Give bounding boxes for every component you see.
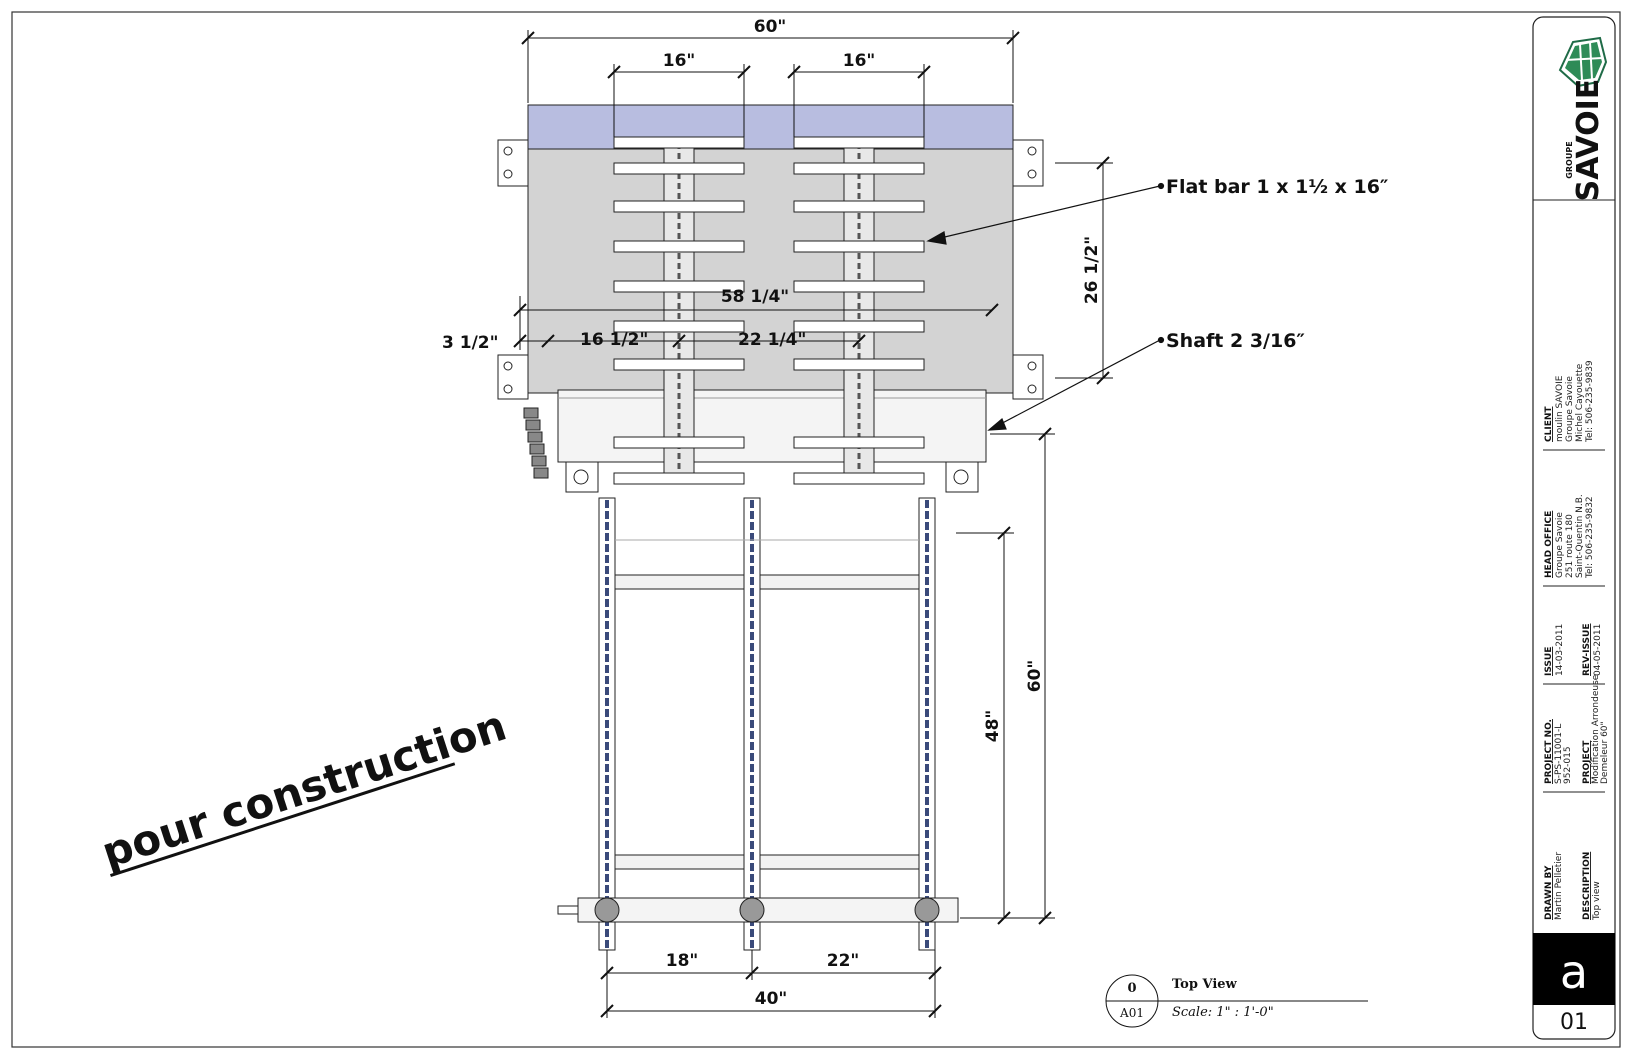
dim-vertical-60: 60" xyxy=(1025,660,1045,693)
cross-member-1b xyxy=(759,574,920,590)
upper-table xyxy=(497,104,1044,493)
project-line-2: Demeleur 60" xyxy=(1600,721,1610,784)
top-band xyxy=(527,104,1014,150)
client-line-1: moulin SAVOIE xyxy=(1555,375,1565,442)
dim-left-flight: 16" xyxy=(663,51,696,71)
drawn-by-label: DRAWN BY xyxy=(1544,865,1554,920)
client-label: CLIENT xyxy=(1544,406,1554,442)
sprocket-left xyxy=(594,897,620,923)
tail-shaft-stub xyxy=(557,905,579,915)
issue-value: 14-03-2011 xyxy=(1555,624,1565,676)
view-scale: Scale: 1" : 1'-0" xyxy=(1172,1005,1274,1020)
project-label: PROJECT xyxy=(1582,740,1592,784)
bearing-left xyxy=(565,461,599,493)
project-line-1: Modification Arrondeuse xyxy=(1591,674,1601,784)
dim-vertical-48: 48" xyxy=(983,710,1003,743)
office-label: HEAD OFFICE xyxy=(1544,511,1554,578)
stamp-text: pour construction xyxy=(96,701,512,878)
drive-shaft xyxy=(557,389,987,463)
title-block: GROUPE SAVOIE CLIENT moulin SAVOIE Group… xyxy=(1532,16,1616,1040)
office-line-3: Saint-Quentin N.B. xyxy=(1575,494,1585,578)
project-no-label: PROJECT NO. xyxy=(1544,719,1554,784)
flat-bars xyxy=(613,136,925,485)
issue-section: ISSUE 14-03-2011 REV-ISSUE 04-05-2011 xyxy=(1544,624,1603,677)
description-value: Top view xyxy=(1592,881,1602,921)
logo-groupe-text: GROUPE xyxy=(1565,141,1574,178)
office-line-4: Tel: 506-235-9832 xyxy=(1585,496,1595,579)
project-section: PROJECT NO. S-PS-11001-L 952-015 PROJECT… xyxy=(1544,674,1610,784)
bracket-top-left xyxy=(497,139,529,187)
rev-issue-value: 04-05-2011 xyxy=(1593,624,1603,676)
view-sheet-ref: A01 xyxy=(1119,1006,1144,1020)
sheet-number: 01 xyxy=(1560,1010,1588,1035)
title-block-frame xyxy=(1532,16,1616,1040)
cross-member-1a xyxy=(614,574,745,590)
client-line-2: Groupe Savoie xyxy=(1565,376,1575,442)
project-no-line-2: 952-015 xyxy=(1563,746,1573,784)
dim-span-58: 58 1/4" xyxy=(721,287,789,307)
callout-flat-bar: Flat bar 1 x 1½ x 16″ xyxy=(1166,176,1389,198)
view-number: 0 xyxy=(1127,981,1136,996)
drawn-by-value: Martin Pelletier xyxy=(1554,852,1564,920)
sheet-border xyxy=(11,11,1621,1048)
savoie-logo-icon xyxy=(1558,36,1608,88)
dim-offset-3: 3 1/2" xyxy=(442,333,498,353)
view-label: 0 A01 Top View Scale: 1" : 1'-0" xyxy=(1105,974,1368,1028)
dim-offset-16: 16 1/2" xyxy=(580,330,648,350)
rev-issue-label: REV-ISSUE xyxy=(1582,624,1592,677)
cross-member-2b xyxy=(759,854,920,870)
dim-bottom-18: 18" xyxy=(666,951,699,971)
dim-height-26: 26 1/2" xyxy=(1082,236,1102,304)
description-label: DESCRIPTION xyxy=(1582,852,1592,920)
tail-shaft xyxy=(577,897,959,923)
office-line-2: 251 route 180 xyxy=(1565,514,1575,578)
drive-chain-left xyxy=(523,407,549,479)
client-line-3: Michel Cayouette xyxy=(1575,363,1585,442)
bearing-right xyxy=(945,461,979,493)
sprocket-middle xyxy=(739,897,765,923)
logo-savoie-text: SAVOIE xyxy=(1571,79,1606,202)
project-no-line-1: S-PS-11001-L xyxy=(1554,724,1564,784)
bracket-top-right xyxy=(1012,139,1044,187)
deck-plate xyxy=(527,148,1014,394)
callout-shaft: Shaft 2 3/16″ xyxy=(1166,330,1305,352)
dim-offset-22: 22 1/4" xyxy=(738,330,806,350)
construction-stamp: pour construction xyxy=(96,701,512,878)
issue-label: ISSUE xyxy=(1544,647,1554,676)
bracket-mid-right xyxy=(1012,354,1044,400)
dim-bottom-40: 40" xyxy=(755,989,788,1009)
dim-bottom-22: 22" xyxy=(827,951,860,971)
dimension-lines xyxy=(513,30,1113,1018)
lower-conveyor xyxy=(557,497,959,951)
cross-member-2a xyxy=(614,854,745,870)
sheet-letter-box xyxy=(1533,933,1615,1005)
view-title: Top View xyxy=(1172,977,1238,992)
sheet-letter: a xyxy=(1560,945,1588,999)
dim-overall-width: 60" xyxy=(754,17,787,37)
sprocket-right xyxy=(914,897,940,923)
dim-right-flight: 16" xyxy=(843,51,876,71)
callout-leaders xyxy=(926,182,1165,431)
client-line-4: Tel: 506-235-9839 xyxy=(1585,360,1595,443)
drawn-section: DRAWN BY Martin Pelletier DESCRIPTION To… xyxy=(1544,852,1602,921)
stamp-underline xyxy=(110,762,456,878)
office-line-1: Groupe Savoie xyxy=(1555,512,1565,578)
head-office-section: HEAD OFFICE Groupe Savoie 251 route 180 … xyxy=(1544,494,1595,579)
bracket-mid-left xyxy=(497,354,529,400)
client-section: CLIENT moulin SAVOIE Groupe Savoie Miche… xyxy=(1544,360,1595,443)
